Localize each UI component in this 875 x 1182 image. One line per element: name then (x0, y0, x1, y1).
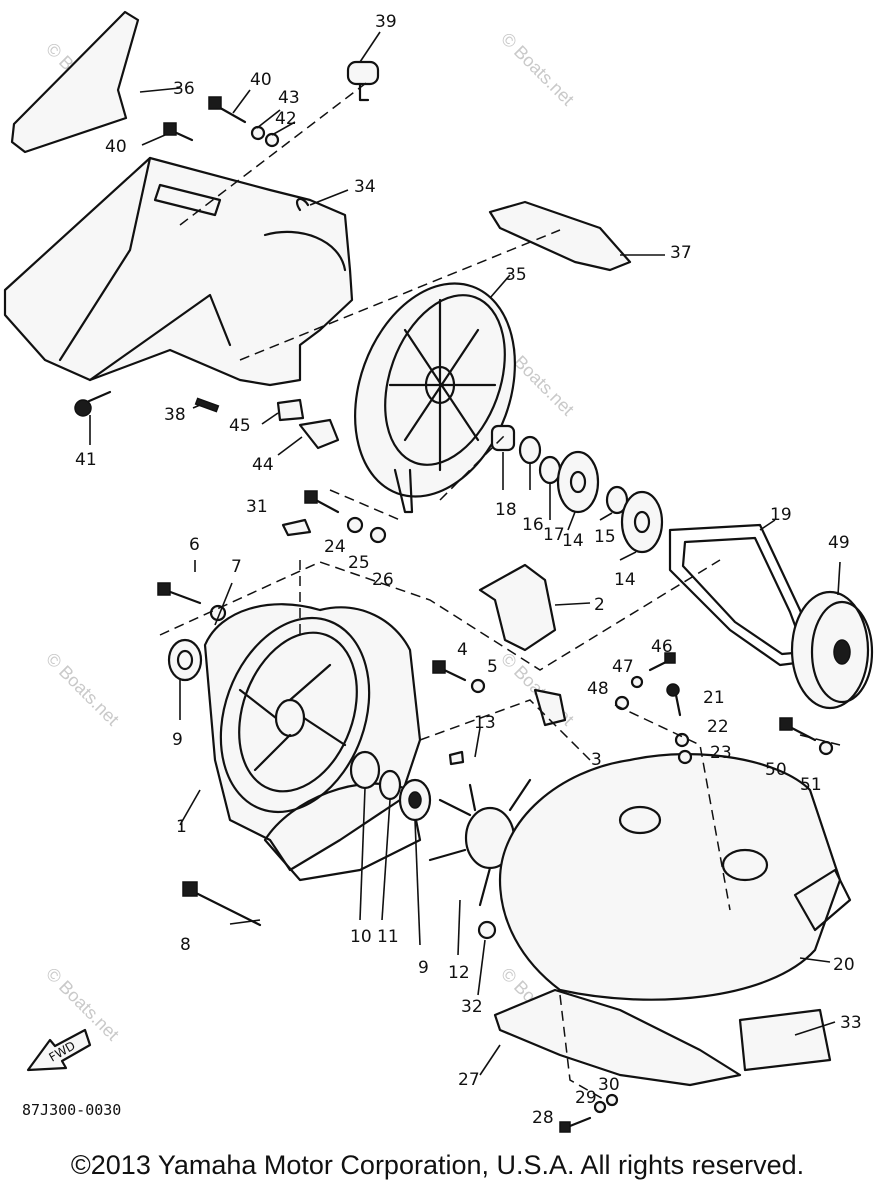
callout: 12 (448, 963, 470, 983)
parts-14-18-stack (490, 424, 664, 554)
callout: 21 (703, 688, 725, 708)
fwd-arrow: FWD (26, 1028, 92, 1072)
callout: 51 (800, 775, 822, 795)
callout: 15 (594, 527, 616, 547)
callout: 47 (612, 657, 634, 677)
callout: 34 (354, 177, 376, 197)
hardware (74, 96, 834, 1133)
callout: 17 (543, 525, 565, 545)
callout: 4 (457, 640, 468, 660)
watermark: © Boats.net (42, 649, 123, 730)
callout: 27 (458, 1070, 480, 1090)
leader-lines (89, 31, 841, 1076)
callout: 46 (651, 637, 673, 657)
callout: 37 (670, 243, 692, 263)
callout: 2 (594, 595, 605, 615)
callout: 36 (173, 79, 195, 99)
part-20-cover (498, 753, 852, 1001)
part-39-fitting (346, 60, 380, 102)
callout: 42 (275, 109, 297, 129)
watermark: © Boats.net (497, 29, 578, 110)
callout-numbers: 1 2 3 4 5 6 7 8 9 9 10 11 12 13 14 14 15… (75, 12, 862, 1128)
part-33-pad (738, 1008, 832, 1072)
part-36-plate (10, 10, 140, 154)
callout: 41 (75, 450, 97, 470)
part-1-fan-housing (203, 603, 422, 882)
callout: 40 (105, 137, 127, 157)
callout: 3 (591, 750, 602, 770)
watermark: © Boats.net (497, 649, 578, 730)
callout: 18 (495, 500, 517, 520)
assembly-lines (159, 79, 841, 1101)
part-49-pulley (790, 590, 874, 710)
callout: 31 (246, 497, 268, 517)
callout: 9 (418, 958, 429, 978)
callout: 26 (372, 570, 394, 590)
callout: 23 (710, 743, 732, 763)
callout: 5 (487, 657, 498, 677)
part-37-strip (488, 200, 632, 272)
callout: 8 (180, 935, 191, 955)
callout: 45 (229, 416, 251, 436)
callout: 29 (575, 1088, 597, 1108)
callout: 49 (828, 533, 850, 553)
callout: 13 (474, 713, 496, 733)
callout: 33 (840, 1013, 862, 1033)
drawing-code: 87J300-0030 (22, 1101, 121, 1119)
callout: 22 (707, 717, 729, 737)
callout: 38 (164, 405, 186, 425)
callout: 28 (532, 1108, 554, 1128)
callout: 6 (189, 535, 200, 555)
part-16 (518, 435, 542, 465)
callout: 14 (562, 531, 584, 551)
part-35-fan-cover (354, 282, 516, 514)
callout: 24 (324, 537, 346, 557)
callout: 16 (522, 515, 544, 535)
callout: 40 (250, 70, 272, 90)
callout: 32 (461, 997, 483, 1017)
callout: 43 (278, 88, 300, 108)
callout: 50 (765, 760, 787, 780)
callout: 30 (598, 1075, 620, 1095)
part-14-lower (620, 490, 664, 554)
part-2-bracket (478, 563, 557, 652)
callout: 10 (350, 927, 372, 947)
part-14-upper (556, 450, 600, 514)
callout: 7 (231, 557, 242, 577)
callout: 20 (833, 955, 855, 975)
callout: 14 (614, 570, 636, 590)
watermarks: © Boats.net © Boats.net © Boats.net © Bo… (42, 29, 578, 1045)
copyright-notice: ©2013 Yamaha Motor Corporation, U.S.A. A… (70, 1150, 805, 1180)
callout: 44 (252, 455, 274, 475)
callout: 11 (377, 927, 399, 947)
callout: 48 (587, 679, 609, 699)
parts-9-10-11 (167, 638, 432, 822)
part-15 (605, 485, 629, 515)
part-27-bracket (493, 988, 742, 1087)
callout: 39 (375, 12, 397, 32)
callout: 19 (770, 505, 792, 525)
part-34-upper-shroud (3, 156, 354, 387)
callout: 35 (505, 265, 527, 285)
callout: 9 (172, 730, 183, 750)
callout: 1 (176, 817, 187, 837)
callout: 25 (348, 553, 370, 573)
